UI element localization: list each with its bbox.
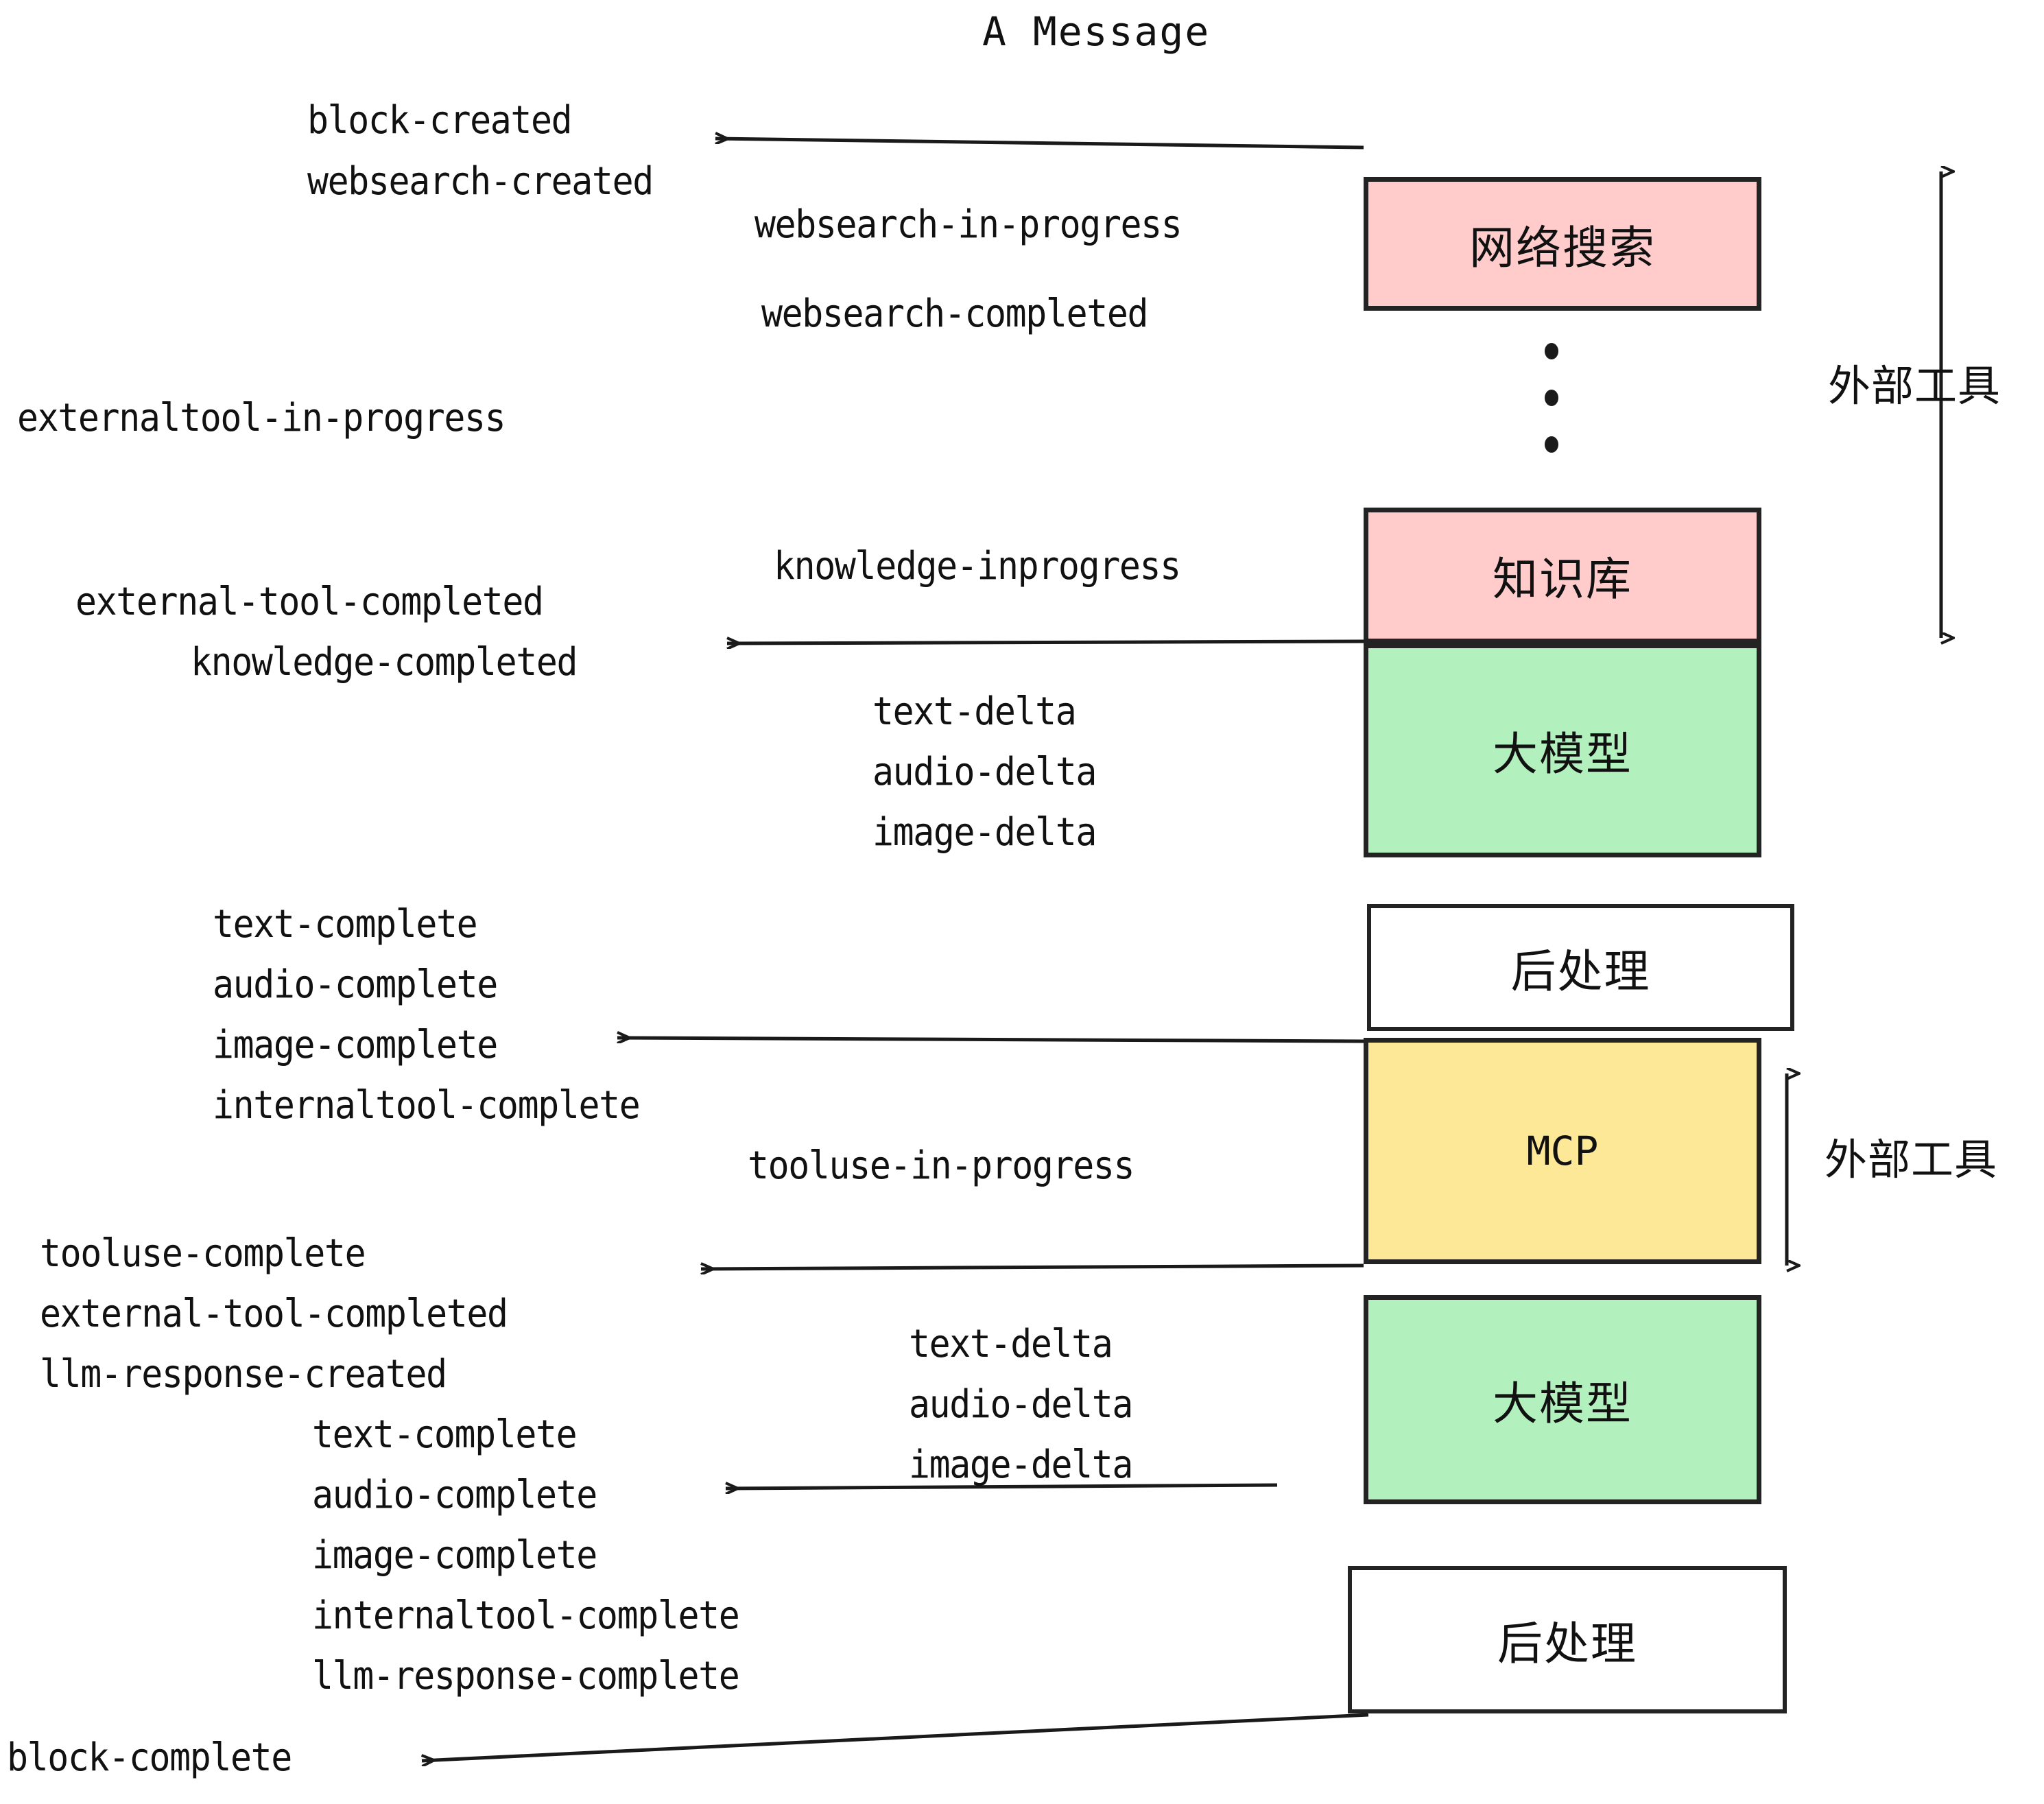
- box-llm-upper[interactable]: 大模型: [1364, 643, 1761, 857]
- event-text-complete-2: text-complete: [312, 1412, 578, 1457]
- event-audio-delta-2: audio-delta: [909, 1382, 1133, 1427]
- event-externaltool-in-progress: externaltool-in-progress: [17, 396, 506, 440]
- arrow-postprocess-to-image-complete: [617, 1038, 1364, 1041]
- box-websearch[interactable]: 网络搜索: [1364, 177, 1761, 311]
- event-websearch-completed: websearch-completed: [761, 292, 1149, 336]
- box-knowledge[interactable]: 知识库: [1364, 508, 1761, 643]
- event-knowledge-inprogress: knowledge-inprogress: [774, 544, 1181, 589]
- side-label-external-tool-lower: 外部工具: [1825, 1135, 1998, 1185]
- event-knowledge-completed: knowledge-completed: [191, 640, 578, 685]
- side-label-external-tool-upper: 外部工具: [1828, 361, 2001, 411]
- event-external-tool-completed-2: external-tool-completed: [40, 1292, 508, 1336]
- arrow-mcp-to-tooluse-complete: [701, 1266, 1364, 1269]
- box-postprocess-lower[interactable]: 后处理: [1348, 1566, 1787, 1713]
- event-text-delta-1: text-delta: [872, 689, 1077, 734]
- box-mcp[interactable]: MCP: [1364, 1038, 1761, 1264]
- event-audio-complete-1: audio-complete: [213, 962, 498, 1007]
- event-text-delta-2: text-delta: [909, 1322, 1113, 1366]
- event-image-delta-2: image-delta: [909, 1443, 1133, 1487]
- event-llm-response-complete: llm-response-complete: [312, 1654, 740, 1698]
- box-postprocess-upper[interactable]: 后处理: [1367, 904, 1794, 1031]
- event-internaltool-complete-2: internaltool-complete: [312, 1593, 740, 1638]
- event-image-complete-2: image-complete: [312, 1533, 597, 1578]
- event-image-complete-1: image-complete: [213, 1023, 498, 1067]
- vertical-ellipsis: [1543, 343, 1560, 453]
- event-audio-complete-2: audio-complete: [312, 1473, 597, 1517]
- event-tooluse-complete: tooluse-complete: [40, 1231, 366, 1276]
- event-websearch-in-progress: websearch-in-progress: [754, 202, 1183, 247]
- event-image-delta-1: image-delta: [872, 810, 1097, 855]
- event-websearch-created: websearch-created: [307, 159, 654, 204]
- event-external-tool-completed-1: external-tool-completed: [75, 580, 544, 624]
- event-tooluse-in-progress: tooluse-in-progress: [748, 1143, 1135, 1188]
- event-audio-delta-1: audio-delta: [872, 750, 1097, 794]
- page-title: A Message: [982, 8, 1211, 55]
- event-block-created: block-created: [307, 98, 573, 143]
- event-internaltool-complete-1: internaltool-complete: [213, 1083, 641, 1128]
- arrow-postprocess-to-block-complete: [422, 1713, 1369, 1761]
- box-llm-lower[interactable]: 大模型: [1364, 1295, 1761, 1504]
- event-llm-response-created: llm-response-created: [40, 1352, 447, 1397]
- event-block-complete: block-complete: [7, 1735, 292, 1780]
- event-text-complete-1: text-complete: [213, 902, 478, 947]
- arrow-websearch-to-created: [715, 139, 1364, 150]
- arrow-knowledge-to-completed: [727, 641, 1364, 643]
